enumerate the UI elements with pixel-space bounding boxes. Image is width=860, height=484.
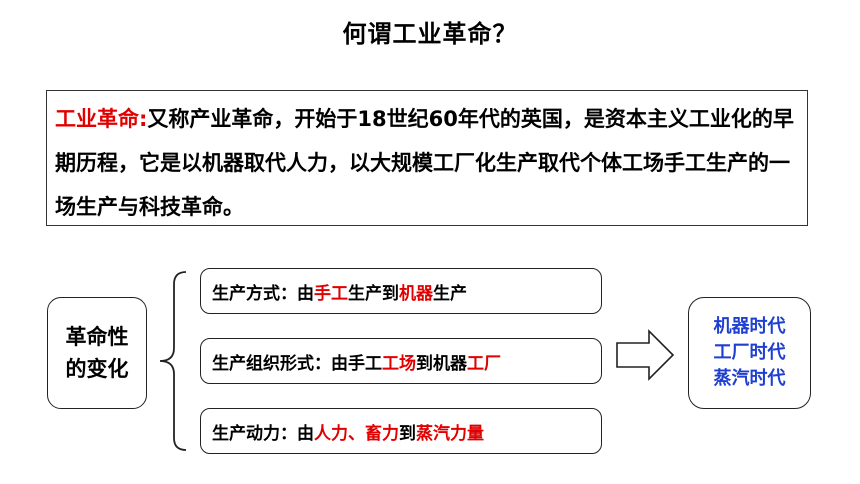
item-text: 生产组织形式：由手工: [212, 353, 382, 374]
definition-box: 工业革命:又称产业革命，开始于18世纪60年代的英国，是资本主义工业化的早期历程…: [46, 90, 808, 226]
right-arrow-icon: [616, 329, 675, 381]
item-highlight: 蒸汽力量: [416, 423, 484, 444]
change-item-production-organization: 生产组织形式：由手工工场到机器工厂: [200, 338, 602, 384]
item-highlight: 工场: [382, 353, 416, 374]
item-text: 到: [399, 423, 416, 444]
item-text: 生产方式：由: [212, 283, 314, 304]
item-text: 到机器: [416, 353, 467, 374]
item-highlight: 人力、畜力: [314, 423, 399, 444]
era-steam: 蒸汽时代: [713, 368, 786, 389]
change-item-production-mode: 生产方式：由手工生产到机器生产: [200, 268, 602, 314]
page-title: 何谓工业革命？: [342, 20, 518, 48]
era-factory: 工厂时代: [713, 342, 786, 363]
era-result-box: 机器时代 工厂时代 蒸汽时代: [688, 297, 811, 409]
change-item-production-power: 生产动力：由人力、畜力到蒸汽力量: [200, 408, 602, 454]
left-curly-brace-icon: [159, 271, 187, 451]
revolution-changes-box: 革命性 的变化: [47, 297, 147, 409]
item-text: 生产: [433, 283, 467, 304]
item-text: 生产到: [348, 283, 399, 304]
left-box-line-1: 革命性: [65, 325, 129, 349]
item-highlight: 机器: [399, 283, 433, 304]
item-text: 生产动力：由: [212, 423, 314, 444]
left-box-line-2: 的变化: [65, 357, 129, 381]
definition-text: 又称产业革命，开始于18世纪60年代的英国，是资本主义工业化的早期历程，它是以机…: [55, 107, 794, 219]
item-highlight: 手工: [314, 283, 348, 304]
definition-term: 工业革命:: [55, 107, 148, 131]
era-machine: 机器时代: [713, 316, 786, 337]
item-highlight: 工厂: [467, 353, 501, 374]
